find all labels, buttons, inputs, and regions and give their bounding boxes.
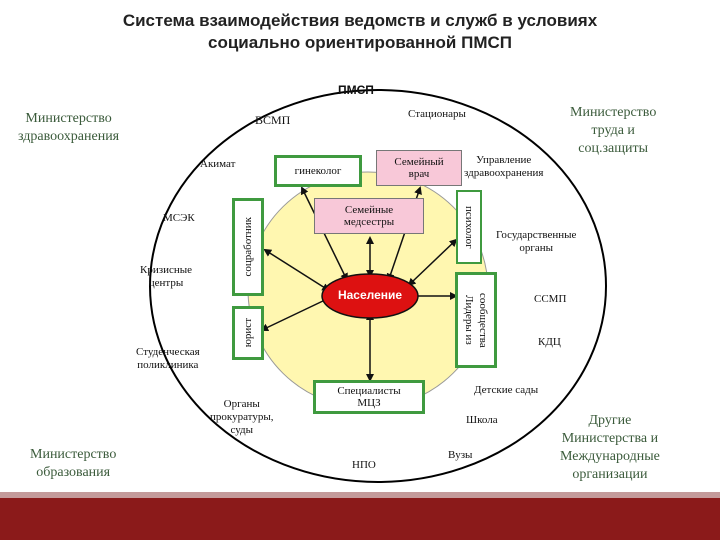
semeynye-medsestry-box: Семейные медсестры xyxy=(314,198,424,234)
ginekolog-box: гинеколог xyxy=(274,155,362,187)
psiholog-label: психолог xyxy=(463,205,475,249)
prokuratura-label: Органы прокуратуры, суды xyxy=(210,398,273,437)
detskie-sady-label: Детские сады xyxy=(474,384,539,396)
corner-bottom-right-line-3: Международные xyxy=(560,449,660,464)
corner-top-left-line-1: Министерство xyxy=(25,111,112,126)
footer-strip xyxy=(0,492,720,498)
upravlenie-line-2: здравоохранения xyxy=(464,167,544,179)
vuzy-label: Вузы xyxy=(448,449,473,461)
semeyny-vrach-label-1: Семейный xyxy=(394,156,444,168)
prokuratura-line-1: Органы xyxy=(223,398,260,410)
arrow-to-socrabotnik xyxy=(263,248,331,292)
gos-organy-line-2: органы xyxy=(519,242,554,254)
socrabotnik-label: соцработник xyxy=(242,217,254,277)
corner-top-right-line-3: соц.защиты xyxy=(578,141,649,156)
krizisnye-line-2: центры xyxy=(148,277,184,289)
title-line-2: социально ориентированной ПМСП xyxy=(208,33,512,52)
arrow-to-psiholog xyxy=(407,238,458,287)
upravlenie-line-1: Управление xyxy=(476,154,532,166)
npo-label: НПО xyxy=(352,459,376,471)
medsestry-label-2: медсестры xyxy=(343,216,395,228)
shkola-label: Школа xyxy=(466,414,498,426)
prokuratura-line-3: суды xyxy=(230,424,254,436)
msek-label: МСЭК xyxy=(163,212,195,224)
corner-bottom-right: Другие Министерства и Международные орга… xyxy=(560,412,660,484)
student-label: Студенческая поликлиника xyxy=(136,346,200,372)
title-line-1: Система взаимодействия ведомств и служб … xyxy=(122,11,598,30)
akimat-label: Акимат xyxy=(200,158,236,170)
yurist-label: юрист xyxy=(242,318,254,348)
corner-top-right: Министерство труда и соц.защиты xyxy=(570,104,656,158)
vsmp-label: ВСМП xyxy=(255,113,291,127)
lidery-label-2: сообщества xyxy=(477,292,489,348)
gos-organy-line-1: Государственные xyxy=(496,229,577,241)
center-ellipse xyxy=(321,273,419,319)
semeyny-vrach-box: Семейный врач xyxy=(376,150,462,186)
naselenie-label: Население xyxy=(337,288,403,302)
prokuratura-line-2: прокуратуры, xyxy=(210,411,274,423)
corner-top-left: Министерство здравоохранения xyxy=(18,110,119,146)
student-line-2: поликлиника xyxy=(137,359,199,371)
corner-bottom-left-line-2: образования xyxy=(36,465,111,480)
ginekolog-label: гинеколог xyxy=(294,165,342,177)
corner-bottom-left: Министерство образования xyxy=(30,446,116,482)
specialisty-box: Специалисты МЦЗ xyxy=(313,380,425,414)
krizisnye-line-1: Кризисные xyxy=(140,264,192,276)
kdc-label: КДЦ xyxy=(538,336,561,348)
corner-top-right-line-2: труда и xyxy=(591,123,635,138)
corner-bottom-right-line-4: организации xyxy=(572,467,648,482)
corner-top-left-line-2: здравоохранения xyxy=(18,129,120,144)
pmsp-label: ПМСП xyxy=(338,83,374,97)
socrabotnik-box: соцработник xyxy=(232,198,264,296)
medsestry-label-1: Семейные xyxy=(344,204,394,216)
semeyny-vrach-label-2: врач xyxy=(408,168,430,180)
psiholog-box: психолог xyxy=(456,190,482,264)
yurist-box: юрист xyxy=(232,306,264,360)
lidery-label-1: Лидеры из xyxy=(463,295,475,345)
specialisty-label-1: Специалисты xyxy=(337,385,401,397)
corner-bottom-left-line-1: Министерство xyxy=(30,447,117,462)
corner-bottom-right-line-1: Другие xyxy=(588,413,632,428)
page-title: Система взаимодействия ведомств и служб … xyxy=(60,10,660,54)
specialisty-label-2: МЦЗ xyxy=(357,397,381,409)
gos-organy-label: Государственные органы xyxy=(496,229,576,255)
upravlenie-label: Управление здравоохранения xyxy=(464,154,543,180)
corner-top-right-line-1: Министерство xyxy=(570,105,657,120)
student-line-1: Студенческая xyxy=(136,346,200,358)
corner-bottom-right-line-2: Министерства и xyxy=(561,431,659,446)
ssmp-label: ССМП xyxy=(534,293,567,305)
stacionary-label: Стационары xyxy=(408,108,466,120)
lidery-box: Лидеры из сообщества xyxy=(455,272,497,368)
arrow-to-yurist xyxy=(260,297,331,332)
footer-bar xyxy=(0,498,720,540)
krizisnye-label: Кризисные центры xyxy=(140,264,192,290)
